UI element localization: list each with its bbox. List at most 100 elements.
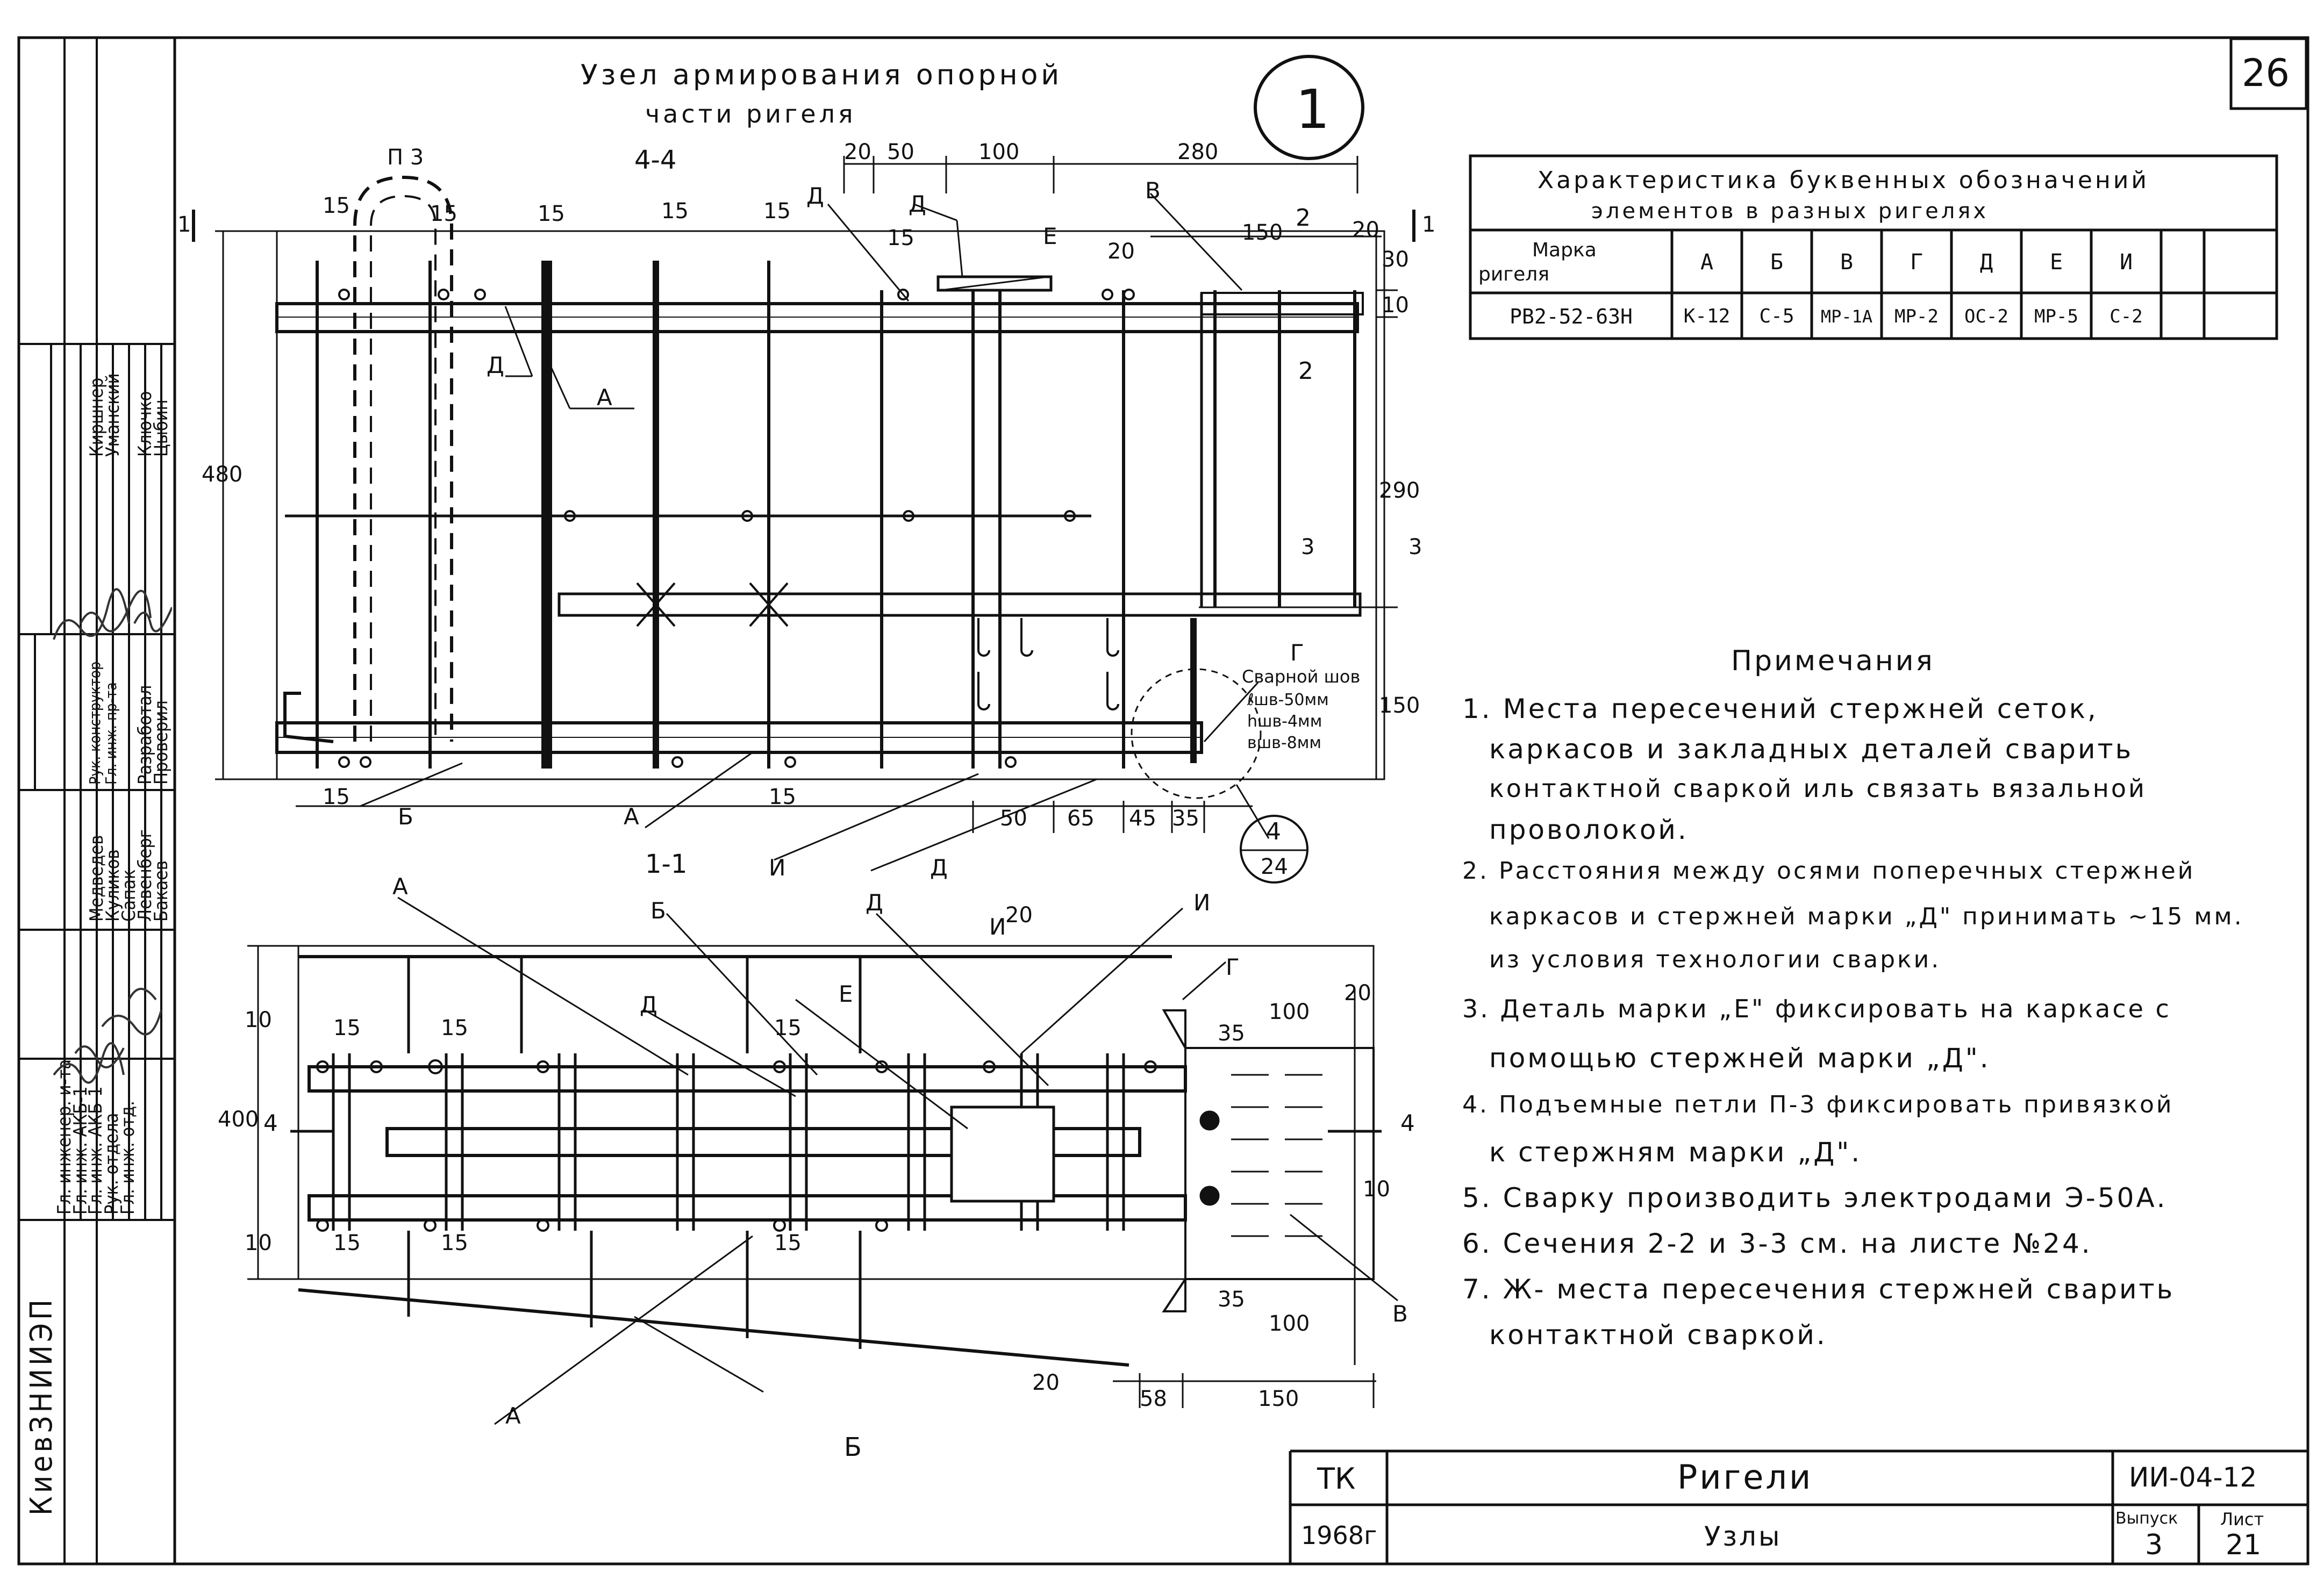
- dim-11-right-35: 35: [1218, 1021, 1245, 1046]
- marker-d4-44: Д: [930, 855, 948, 881]
- dim-11-bottom-150: 150: [1258, 1387, 1299, 1411]
- dim-spacing-15: 20: [1107, 239, 1135, 264]
- stamp-name: Уманский: [102, 373, 124, 457]
- marker-b-11: Б: [650, 897, 666, 924]
- title-block-vypusk-label: Выпуск: [2115, 1509, 2178, 1528]
- stamp-signatures: [53, 588, 172, 1084]
- title-block-org-code: ТК: [1317, 1462, 1356, 1496]
- marker-cut-4-right: 4: [1400, 1110, 1415, 1136]
- designations-value-a: К-12: [1683, 305, 1731, 327]
- dim-bottom-15: 15: [323, 785, 350, 809]
- note-line: каркасов и закладных деталей сварить: [1489, 734, 2134, 765]
- dim-bottom-65: 65: [1067, 806, 1095, 831]
- marker-cut-3-inner: 3: [1301, 535, 1315, 559]
- marker-a-44: А: [597, 384, 612, 411]
- section-11-drawing: [247, 896, 1398, 1425]
- title-block-name: Ригели: [1677, 1457, 1813, 1497]
- dim-11-left-10b: 10: [245, 1231, 272, 1255]
- marker-p3: П 3: [387, 145, 424, 170]
- marker-i2-11: И: [1193, 889, 1211, 916]
- note-line: 2. Расстояния между осями поперечных сте…: [1462, 857, 2196, 885]
- title-block-list-label: Лист: [2220, 1509, 2264, 1530]
- marker-d2-44: Д: [909, 191, 926, 217]
- detail-callout-circle: [1240, 815, 1308, 884]
- marker-d2-11: Д: [866, 889, 883, 916]
- stamp-name: Цыбин: [151, 399, 172, 457]
- note-line: из условия технологии сварки.: [1489, 946, 1941, 973]
- dim-top-50: 50: [887, 140, 914, 164]
- marker-cut-4-left: 4: [263, 1110, 278, 1136]
- dim-11-top-15b: 15: [441, 1016, 468, 1040]
- weld-note-h: hшв-4мм: [1247, 712, 1322, 731]
- node-circle-number: 1: [1296, 78, 1330, 141]
- marker-v-44: В: [1145, 177, 1161, 204]
- designations-header-i: И: [2119, 249, 2133, 275]
- marker-e-44: Е: [1043, 223, 1057, 249]
- weld-note-l: ℓшв-50мм: [1247, 691, 1329, 709]
- dim-11-top-20: 20: [1005, 903, 1033, 928]
- drawing-title-line2: части ригеля: [645, 99, 856, 128]
- designations-header-col0-1: Марка: [1532, 239, 1597, 261]
- designations-title-line2: элементов в разных ригелях: [1591, 199, 1989, 224]
- designations-value-b: С-5: [1759, 305, 1794, 327]
- dim-11-bottom-15: 15: [333, 1231, 361, 1255]
- marker-b2-11: Б: [844, 1432, 862, 1462]
- note-line: помощью стержней марки „Д".: [1489, 1043, 1991, 1074]
- designations-value-e: МР-5: [2034, 305, 2078, 327]
- marker-d3-44: Д: [487, 352, 504, 378]
- designations-header-d: Д: [1979, 249, 1993, 275]
- dim-11-top-20b: 20: [1344, 981, 1371, 1006]
- dim-right-290: 290: [1379, 478, 1420, 503]
- drawing-title-line1: Узел армирования опорной: [581, 59, 1063, 91]
- marker-a-11: А: [392, 873, 408, 900]
- dim-11-bottom-58: 58: [1140, 1387, 1167, 1411]
- designations-header-g: Г: [1910, 249, 1923, 275]
- designations-header-v: В: [1840, 249, 1854, 275]
- section-11-label: 1-1: [645, 849, 688, 879]
- notes-title: Примечания: [1731, 645, 1935, 677]
- dim-bottom-15b: 15: [769, 785, 796, 809]
- marker-b-44: Б: [398, 803, 413, 830]
- title-block-subname: Узлы: [1704, 1521, 1782, 1552]
- designations-header-a: А: [1700, 249, 1714, 275]
- note-line: 7. Ж- места пересечения стержней сварить: [1462, 1274, 2175, 1305]
- stamp-organization: КиевЗНИИЭП: [24, 1296, 59, 1516]
- marker-d-44: Д: [806, 183, 824, 209]
- marker-cut-2-mid: 2: [1298, 357, 1313, 385]
- note-line: каркасов и стержней марки „Д" принимать …: [1489, 903, 2244, 930]
- dim-top-100: 100: [978, 140, 1020, 164]
- designations-value-i: С-2: [2110, 305, 2143, 327]
- dim-bottom-35: 35: [1172, 806, 1199, 831]
- note-line: контактной сваркой.: [1489, 1319, 1827, 1351]
- dim-11-right-10: 10: [1363, 1177, 1390, 1202]
- section-44-label: 4-4: [634, 145, 677, 175]
- dim-11-right-100: 100: [1269, 1000, 1310, 1024]
- note-line: контактной сваркой иль связать вязальной: [1489, 774, 2147, 803]
- marker-v-11: В: [1392, 1301, 1408, 1327]
- dim-11-top-15: 15: [333, 1016, 361, 1040]
- designations-table-grid: [1469, 154, 2278, 340]
- dim-11-top-15c: 15: [774, 1016, 802, 1040]
- dim-left-480: 480: [202, 462, 243, 487]
- dim-11-bottom-15c: 15: [774, 1231, 802, 1255]
- dim-spacing-15: 15: [538, 202, 565, 226]
- designations-header-b: Б: [1770, 249, 1784, 275]
- note-line: 1. Места пересечений стержней сеток,: [1462, 693, 2098, 724]
- marker-i-11: И: [989, 914, 1006, 940]
- marker-cut-1-right: 1: [1422, 212, 1436, 237]
- title-block-vypusk-value: 3: [2145, 1529, 2163, 1561]
- weld-note-title: Сварной шов: [1242, 666, 1361, 687]
- marker-g-44: Г: [1290, 640, 1304, 666]
- dim-spacing-15: 15: [430, 202, 457, 226]
- designations-row-label: РВ2-52-63Н: [1510, 304, 1633, 328]
- dim-right-150: 150: [1379, 693, 1420, 718]
- marker-d-11: Д: [640, 992, 657, 1018]
- designations-header-e: Е: [2049, 249, 2063, 275]
- marker-cut-1-left: 1: [177, 212, 191, 237]
- dim-bottom-45: 45: [1129, 806, 1156, 831]
- dim-right-30: 30: [1382, 247, 1409, 272]
- node-circle: [1254, 55, 1364, 160]
- title-block-series-code: ИИ-04-12: [2129, 1462, 2257, 1493]
- note-line: к стержням марки „Д".: [1489, 1137, 1862, 1168]
